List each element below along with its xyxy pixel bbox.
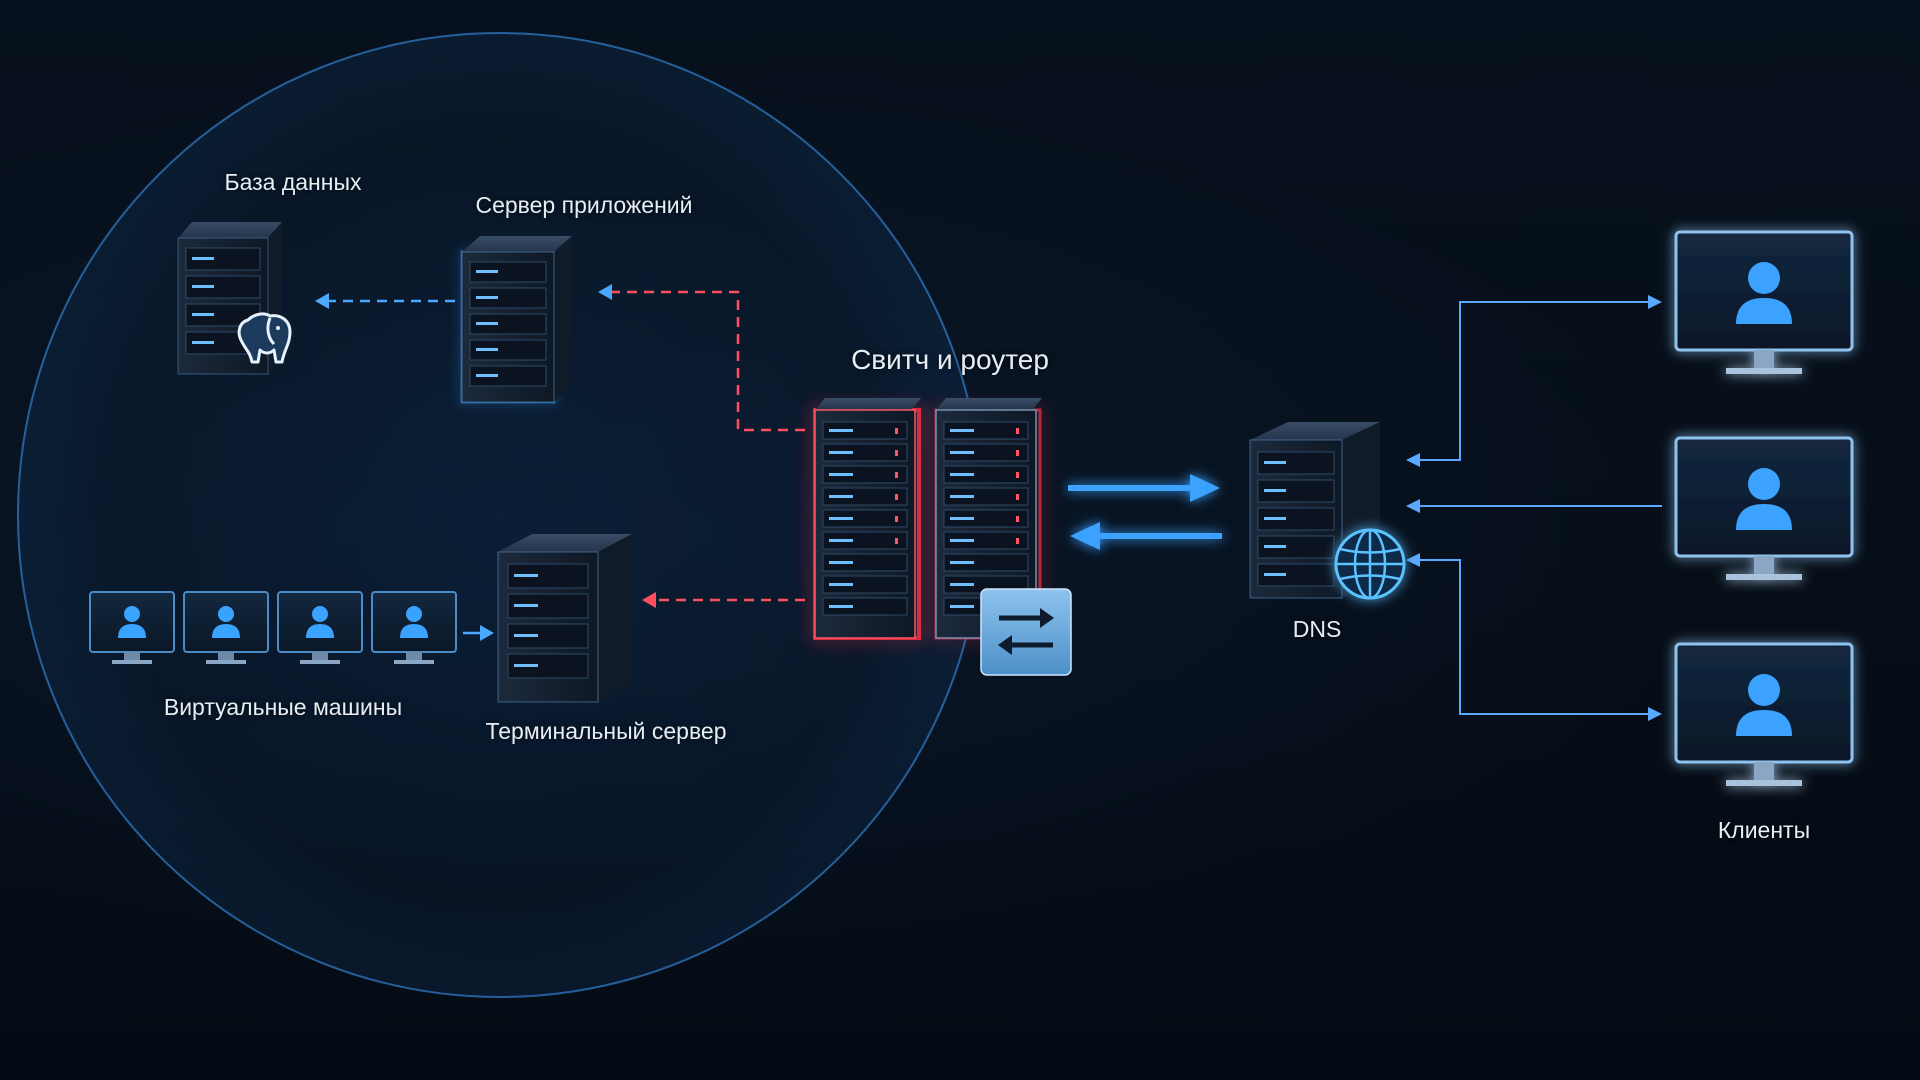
vm-monitor [277,591,363,664]
arrowhead-to-dns [1190,474,1220,502]
vms-label: Виртуальные машины [163,694,403,720]
link-switch-to-app [610,290,805,432]
vm-monitor [371,591,457,664]
app-server-label: Сервер приложений [475,192,693,218]
application-server [460,236,572,404]
user-icon [1736,262,1792,324]
database-label: База данных [224,169,362,195]
client-monitor [1674,436,1854,580]
dns-label: DNS [1292,616,1342,642]
arrowhead-terminal [642,592,656,608]
vm-monitor [183,591,269,664]
user-icon [1736,674,1792,736]
database-server [177,222,292,375]
swap-arrows-icon [980,588,1072,676]
user-icon [400,606,428,638]
clients-label: Клиенты [1717,817,1811,843]
postgresql-elephant-icon [237,312,292,364]
user-icon [118,606,146,638]
connectors [315,284,1662,721]
client-monitor [1674,230,1854,374]
arrowhead-app [598,284,612,300]
clients [1674,230,1854,786]
arrowhead-vms [480,625,494,641]
globe-icon [1334,528,1406,600]
arrowhead-to-switch [1070,522,1100,550]
link-dns-client-1 [1420,301,1648,461]
dns-server [1249,422,1406,600]
terminal-server-label: Терминальный сервер [485,718,727,744]
client-monitor [1674,642,1854,786]
user-icon [212,606,240,638]
link-dns-client-3 [1420,559,1648,715]
arrowhead-db [315,293,329,309]
user-icon [306,606,334,638]
switch-router-label: Свитч и роутер [851,344,1049,375]
virtual-machines [89,591,457,664]
vm-monitor [89,591,175,664]
terminal-server [497,534,632,703]
switch-router [813,398,1072,676]
user-icon [1736,468,1792,530]
